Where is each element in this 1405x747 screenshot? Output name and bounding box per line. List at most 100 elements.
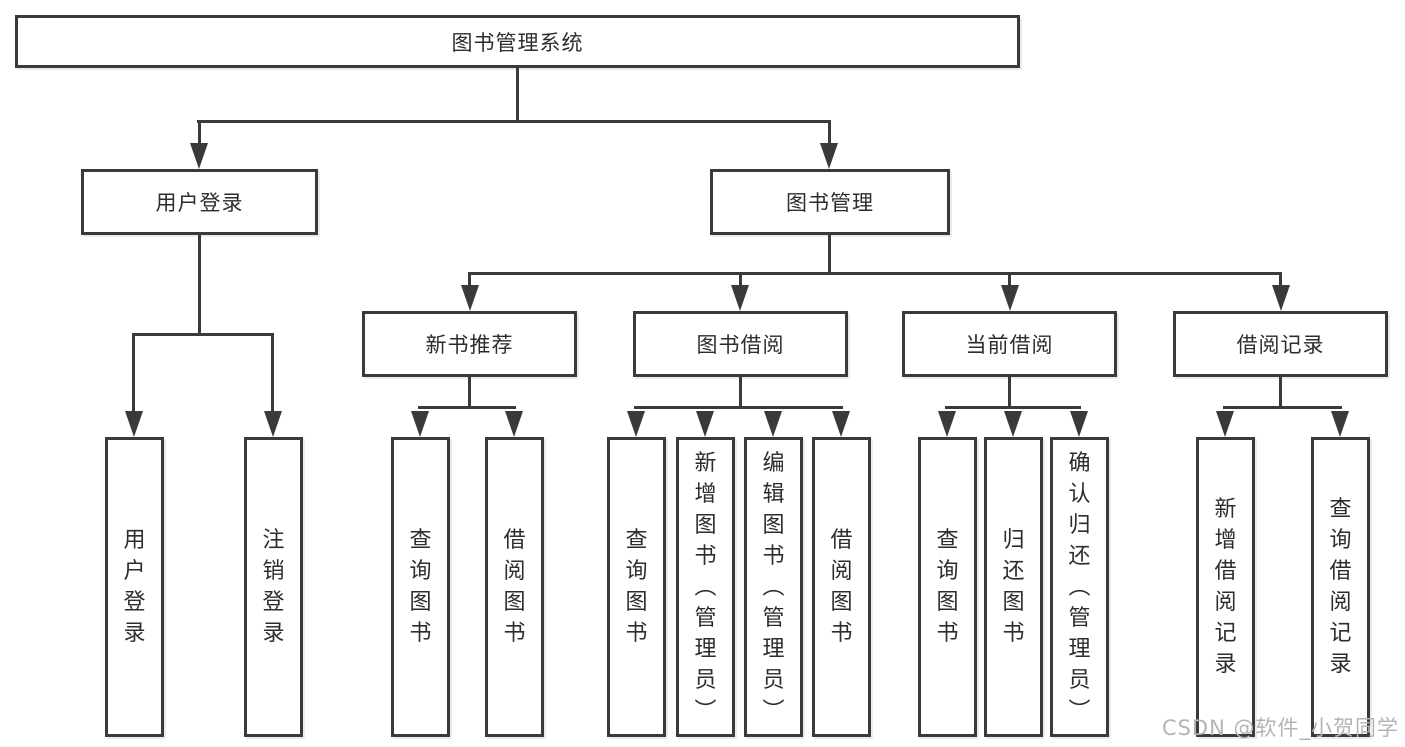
vertical-char: 借: [830, 528, 853, 553]
vertical-char: 书: [503, 621, 526, 646]
vertical-char: 询: [1329, 528, 1352, 553]
vertical-char: 阅: [1329, 590, 1352, 615]
arrowhead-icon: [1001, 285, 1019, 311]
vertical-char: 销: [262, 559, 285, 584]
node-label: 图书管理: [786, 191, 874, 215]
connector-line: [468, 272, 1282, 275]
vertical-char: 图: [694, 512, 717, 538]
vertical-char: 增: [694, 481, 717, 507]
arrowhead-icon: [1216, 411, 1234, 437]
node-borrowing-records: 借阅记录: [1173, 311, 1388, 377]
node-current-borrowing: 当前借阅: [902, 311, 1117, 377]
vertical-char: 阅: [1214, 590, 1237, 615]
vertical-char: 录: [262, 621, 285, 646]
vertical-char: 注: [262, 528, 285, 553]
vertical-char: ︶: [1068, 698, 1091, 724]
vertical-char: 图: [830, 590, 853, 615]
leaf-logout: 注销登录: [244, 437, 303, 737]
arrowhead-icon: [190, 143, 208, 169]
leaf-borrow-books-recommend: 借阅图书: [485, 437, 544, 737]
connector-line: [1008, 272, 1011, 287]
vertical-char: 查: [936, 528, 959, 553]
vertical-char: 书: [762, 543, 785, 569]
vertical-char: 录: [1214, 652, 1237, 677]
vertical-char: 录: [123, 621, 146, 646]
arrowhead-icon: [1272, 285, 1290, 311]
vertical-char: 管: [762, 605, 785, 631]
arrowhead-icon: [1331, 411, 1349, 437]
vertical-char: 书: [936, 621, 959, 646]
node-user-login: 用户登录: [81, 169, 318, 235]
connector-line: [198, 235, 201, 336]
connector-line: [1008, 377, 1011, 409]
vertical-char: 图: [409, 590, 432, 615]
vertical-char: 借: [503, 528, 526, 553]
connector-line: [828, 120, 831, 146]
arrowhead-icon: [820, 143, 838, 169]
connector-line: [132, 333, 274, 336]
leaf-user-login: 用户登录: [105, 437, 164, 737]
node-label: 图书借阅: [696, 333, 785, 357]
vertical-char: 户: [123, 559, 146, 584]
vertical-char: 录: [1329, 652, 1352, 677]
vertical-char: 新: [1214, 497, 1237, 522]
connector-line: [1279, 377, 1282, 409]
leaf-query-books-current: 查询图书: [918, 437, 977, 737]
arrowhead-icon: [461, 285, 479, 311]
vertical-char: 书: [409, 621, 432, 646]
vertical-char: 归: [1068, 512, 1091, 538]
arrowhead-icon: [731, 285, 749, 311]
arrowhead-icon: [938, 411, 956, 437]
vertical-char: 员: [694, 667, 717, 693]
connector-line: [739, 377, 742, 409]
vertical-char: 书: [694, 543, 717, 569]
vertical-char: 图: [625, 590, 648, 615]
node-label: 当前借阅: [965, 333, 1054, 357]
connector-line: [468, 272, 471, 287]
vertical-char: ︶: [762, 698, 785, 724]
vertical-char: ︵: [762, 574, 785, 600]
arrowhead-icon: [764, 411, 782, 437]
vertical-char: ︵: [1068, 574, 1091, 600]
arrowhead-icon: [411, 411, 429, 437]
vertical-char: 登: [262, 590, 285, 615]
vertical-char: 图: [503, 590, 526, 615]
node-label: 借阅记录: [1236, 333, 1325, 357]
connector-line: [1223, 406, 1342, 409]
connector-line: [468, 377, 471, 409]
arrowhead-icon: [696, 411, 714, 437]
node-book-borrowing: 图书借阅: [633, 311, 848, 377]
vertical-char: 借: [1214, 559, 1237, 584]
arrowhead-icon: [1070, 411, 1088, 437]
vertical-char: 借: [1329, 559, 1352, 584]
vertical-char: 辑: [762, 481, 785, 507]
vertical-char: ︶: [694, 698, 717, 724]
connector-line: [828, 235, 831, 275]
csdn-watermark: CSDN @软件_小贺同学: [1161, 716, 1399, 740]
vertical-char: 理: [1068, 636, 1091, 662]
vertical-char: 员: [762, 667, 785, 693]
vertical-char: 增: [1214, 528, 1237, 553]
vertical-char: 书: [625, 621, 648, 646]
vertical-char: 管: [694, 605, 717, 631]
leaf-add-borrow-record: 新增借阅记录: [1196, 437, 1255, 737]
connector-line: [516, 67, 519, 122]
leaf-query-books-borrowing: 查询图书: [607, 437, 666, 737]
vertical-char: 记: [1329, 621, 1352, 646]
node-book-management: 图书管理: [710, 169, 950, 235]
arrowhead-icon: [125, 411, 143, 437]
vertical-char: 记: [1214, 621, 1237, 646]
vertical-char: 询: [936, 559, 959, 584]
vertical-char: 图: [936, 590, 959, 615]
vertical-char: 查: [409, 528, 432, 553]
arrowhead-icon: [832, 411, 850, 437]
node-library-management-system: 图书管理系统: [15, 15, 1020, 68]
connector-line: [1279, 272, 1282, 287]
connector-line: [132, 333, 135, 413]
vertical-char: 图: [1002, 590, 1025, 615]
leaf-return-books: 归还图书: [984, 437, 1043, 737]
vertical-char: 询: [409, 559, 432, 584]
leaf-borrow-books: 借阅图书: [812, 437, 871, 737]
node-label: 图书管理系统: [451, 30, 584, 55]
